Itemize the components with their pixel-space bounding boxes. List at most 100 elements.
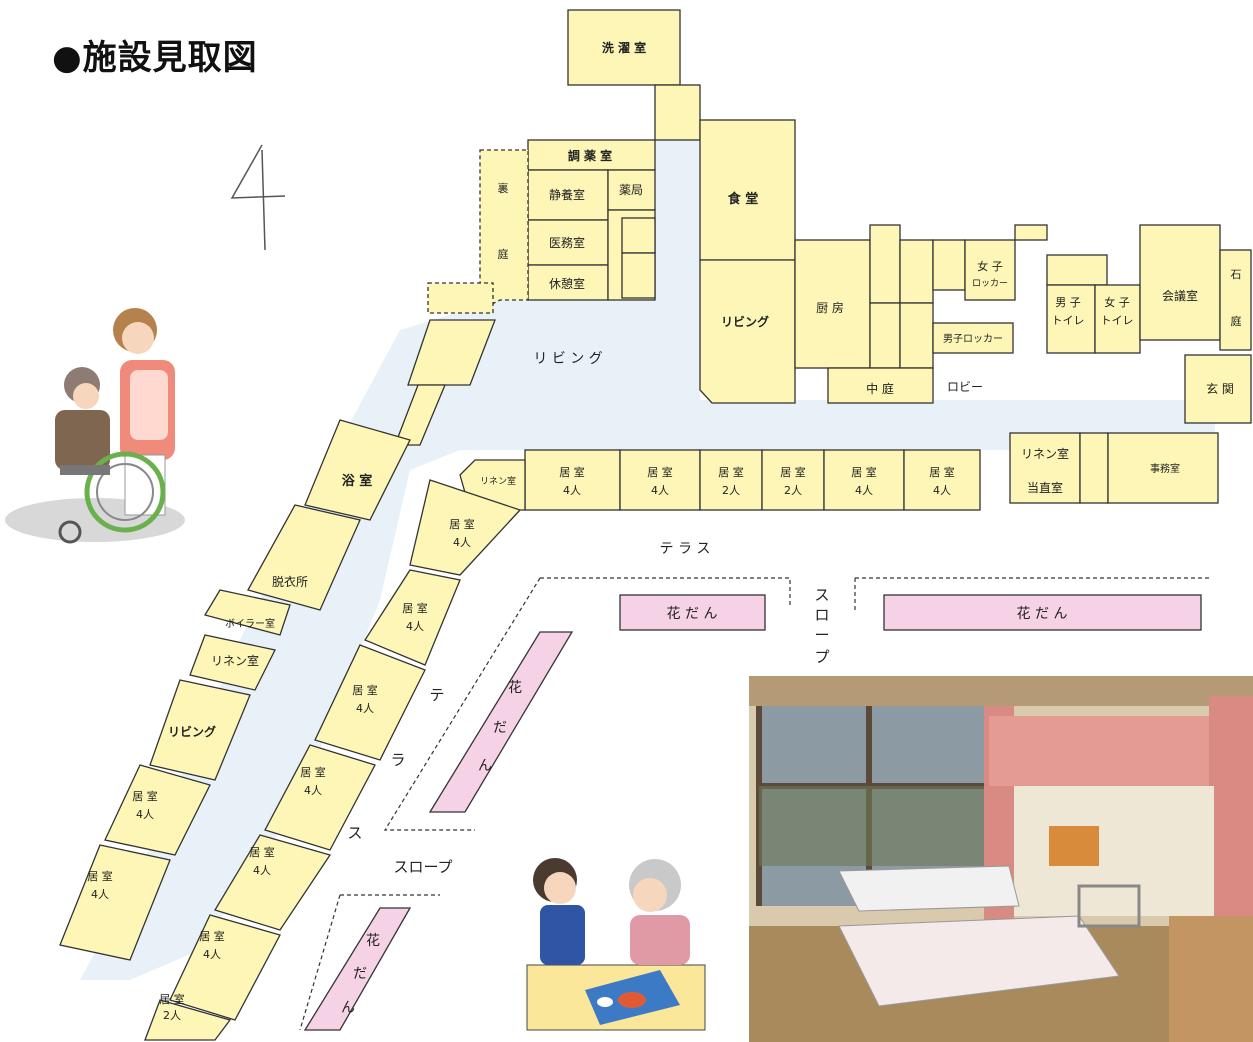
label-terrace-top: テ ラ ス — [660, 541, 711, 557]
svg-text:ロッカー: ロッカー — [972, 278, 1008, 289]
svg-text:男 子: 男 子 — [1055, 296, 1081, 309]
room-left-2 — [59, 844, 171, 961]
label-kitchen: 厨 房 — [816, 300, 844, 315]
room-photo — [749, 676, 1253, 1042]
room-rest-small — [899, 302, 934, 369]
svg-text:女 子: 女 子 — [977, 259, 1003, 273]
svg-text:ん: ん — [341, 1000, 355, 1016]
room-w5 — [214, 834, 332, 931]
svg-text:居 室: 居 室 — [132, 789, 158, 803]
svg-text:ス: ス — [814, 586, 829, 604]
svg-text:居 室: 居 室 — [352, 683, 378, 697]
svg-text:居 室: 居 室 — [851, 465, 877, 479]
room-r5 — [823, 449, 905, 511]
svg-text:居 室: 居 室 — [402, 601, 428, 615]
room-r1 — [524, 449, 621, 511]
handwritten-4-mark — [230, 144, 286, 251]
terrace-outline — [299, 577, 1210, 1031]
room-w6 — [169, 914, 281, 1021]
room-medicine — [607, 169, 656, 211]
label-flowerbed-2: 花 だ ん — [1017, 606, 1068, 622]
label-lobby: ロビー — [947, 380, 983, 394]
svg-text:4人: 4人 — [651, 484, 669, 497]
room-changing — [247, 504, 361, 611]
label-laundry: 洗 濯 室 — [602, 40, 646, 55]
svg-text:居 室: 居 室 — [718, 465, 744, 479]
terrace-diagonal: テラス — [347, 686, 444, 842]
label-boiler: ボイラー室 — [225, 617, 275, 630]
label-quiet: 静養室 — [549, 187, 585, 202]
room-female-locker — [964, 239, 1016, 301]
label-meeting: 会議室 — [1162, 288, 1198, 303]
svg-text:居 室: 居 室 — [559, 465, 585, 479]
label-living-left: リビング — [168, 724, 216, 739]
label-bath: 浴 室 — [342, 473, 373, 489]
label-medicine: 薬局 — [619, 183, 643, 197]
room-r2 — [619, 449, 701, 511]
label-rest-left: 休憩室 — [549, 276, 585, 291]
room-r4 — [761, 449, 825, 511]
svg-text:ロ: ロ — [814, 606, 829, 624]
label-flowerbed-1: 花 だ ん — [667, 606, 718, 622]
wing-toilet — [407, 319, 496, 386]
svg-text:石: 石 — [1231, 268, 1242, 281]
room-meeting — [1139, 224, 1221, 341]
label-dining: 食 堂 — [728, 191, 759, 207]
svg-text:4人: 4人 — [203, 948, 221, 961]
svg-text:ス: ス — [347, 824, 362, 842]
flowerbed-1 — [619, 594, 766, 631]
room-w7 — [144, 999, 232, 1041]
svg-text:だ: だ — [493, 720, 507, 736]
label-male-locker: 男子ロッカー — [943, 333, 1003, 345]
svg-text:女 子: 女 子 — [1104, 295, 1130, 309]
flowerbeds — [303, 594, 1202, 1031]
svg-text:花: 花 — [508, 680, 522, 696]
room-male-locker — [932, 322, 1014, 354]
courtyard — [827, 367, 934, 404]
svg-text:居 室: 居 室 — [159, 992, 185, 1006]
room-female-toilet — [1094, 284, 1141, 354]
flowerbed-4 — [303, 907, 412, 1031]
wing-top — [427, 282, 494, 314]
svg-text:2人: 2人 — [784, 484, 802, 497]
label-pharmacy-prep: 調 薬 室 — [568, 148, 612, 163]
room-misc-b — [621, 252, 656, 299]
svg-text:4人: 4人 — [304, 784, 322, 797]
svg-text:4人: 4人 — [855, 484, 873, 497]
svg-text:庭: 庭 — [1231, 314, 1242, 328]
room-linen-duty — [1009, 432, 1081, 504]
svg-text:裏: 裏 — [498, 181, 509, 195]
svg-text:花: 花 — [366, 933, 380, 949]
room-small-box — [1014, 224, 1048, 241]
wing-washroom — [394, 384, 446, 446]
flowerbed-vertical: 花だん 花だん — [341, 680, 522, 1016]
room-misc-a — [621, 217, 656, 254]
west-wing — [59, 319, 522, 1041]
room-laundry-annex — [654, 84, 701, 141]
room-medical — [527, 219, 609, 266]
svg-text:ー: ー — [814, 626, 829, 644]
flowerbed-3 — [428, 631, 574, 813]
svg-text:居 室: 居 室 — [929, 465, 955, 479]
room-sewage — [869, 224, 901, 304]
label-slope-bottom: スロープ — [393, 858, 452, 876]
svg-text:居 室: 居 室 — [449, 517, 475, 531]
svg-text:トイレ: トイレ — [1101, 314, 1134, 327]
room-r3 — [699, 449, 763, 511]
room-labels: 洗 濯 室 調 薬 室 静養室 薬局 医務室 休憩室 食 堂 リビング リ ビ … — [168, 40, 1234, 876]
svg-text:ラ: ラ — [390, 751, 405, 769]
room-w3 — [314, 644, 426, 761]
room-toilet-small — [932, 239, 966, 291]
svg-text:4人: 4人 — [253, 864, 271, 877]
label-entrance: 玄 関 — [1206, 381, 1234, 396]
svg-text:居 室: 居 室 — [199, 929, 225, 943]
room-rest-left — [527, 264, 609, 301]
label-changing: 脱衣所 — [272, 574, 308, 589]
label-courtyard: 中 庭 — [866, 381, 894, 396]
room-entrance — [1184, 354, 1252, 424]
north-wing — [427, 9, 1252, 424]
svg-text:居 室: 居 室 — [780, 465, 806, 479]
room-w2 — [364, 569, 461, 666]
stone-garden — [1219, 249, 1252, 351]
